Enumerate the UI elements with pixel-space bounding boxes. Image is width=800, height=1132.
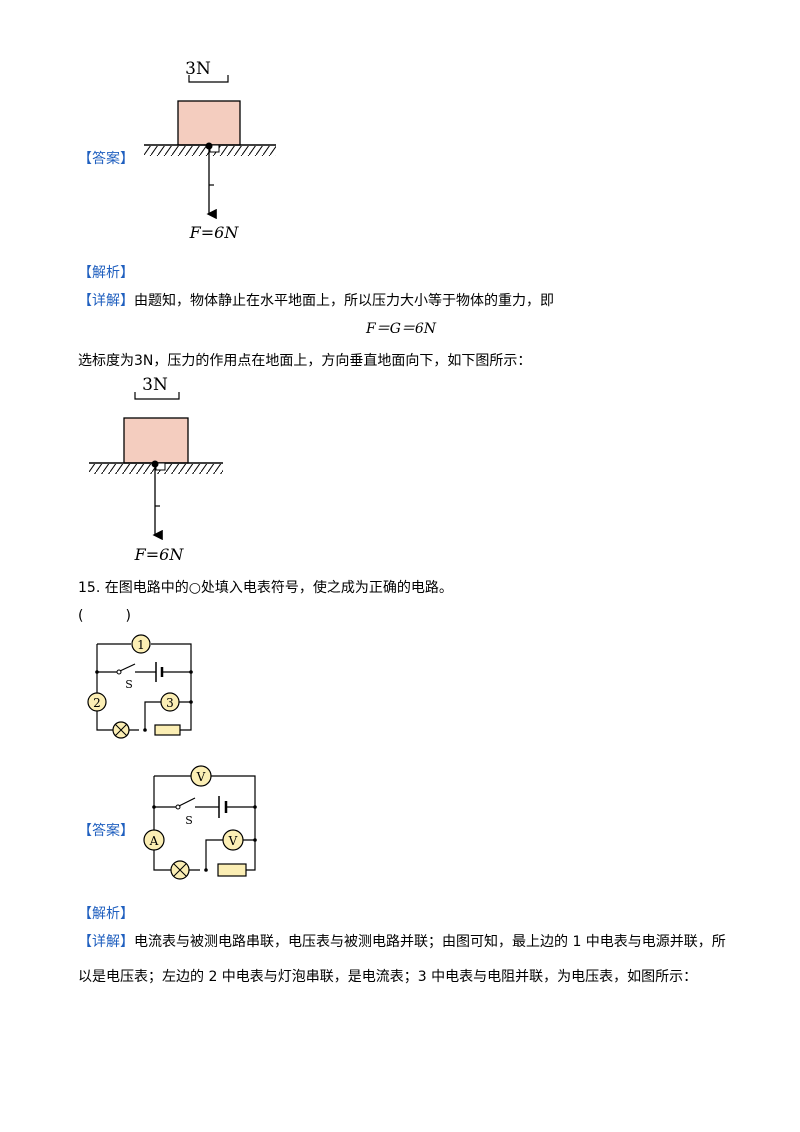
detail-text-1: 由题知，物体静止在水平地面上，所以压力大小等于物体的重力，即 <box>134 293 554 309</box>
block-2 <box>123 417 189 464</box>
analysis-tag-1: 【解析】 <box>78 265 134 281</box>
force-label: F=6N <box>189 223 240 242</box>
detail-text-2a: 电流表与被测电路串联，电压表与被测电路并联；由图可知，最上边的 1 中电表与电源… <box>134 934 726 950</box>
detail-line-1: 【详解】由题知，物体静止在水平地面上，所以压力大小等于物体的重力，即 <box>78 290 554 310</box>
scale-label: 3N <box>185 59 211 79</box>
answer-tag-1: 【答案】 <box>78 151 134 167</box>
detail-tag-1: 【详解】 <box>78 293 134 309</box>
answer-meter-1 <box>190 765 212 787</box>
answer-tag-2: 【答案】 <box>78 823 134 839</box>
answer-meter-2 <box>143 829 165 851</box>
block <box>177 100 241 146</box>
meter-1-label: 1 <box>137 638 145 652</box>
circuit-question: 1 S 2 3 <box>87 634 193 739</box>
answer-switch-label: S <box>185 814 193 827</box>
meter-2-label: 2 <box>93 696 101 710</box>
conclusion-line: 选标度为3N，压力的作用点在地面上，方向垂直地面向下，如下图所示： <box>78 353 532 369</box>
detail-tag-2: 【详解】 <box>78 934 134 950</box>
answer-meter-1-label: V <box>196 770 206 784</box>
question-15-blank: ( ) <box>78 608 131 624</box>
question-15-stem: 15. 在图电路中的○处填入电表符号，使之成为正确的电路。 <box>78 580 453 596</box>
answer-meter-3-label: V <box>228 834 238 848</box>
formula: F＝G＝6N <box>366 321 437 337</box>
scale-label-2: 3N <box>142 375 168 395</box>
meter-2 <box>87 692 107 712</box>
resistor <box>154 724 181 736</box>
force-diagram-answer: 3N F=6N <box>144 59 276 242</box>
switch-label: S <box>125 678 133 691</box>
analysis-tag-2: 【解析】 <box>78 906 134 922</box>
switch-blade <box>119 663 136 672</box>
scale-bracket-2 <box>134 392 180 400</box>
answer-meter-2-label: A <box>149 834 159 848</box>
answer-resistor <box>217 863 247 877</box>
answer-meter-3 <box>222 829 244 851</box>
meter-1 <box>131 634 151 654</box>
force-label-2: F=6N <box>134 545 185 564</box>
circuit-answer: V S A V <box>143 765 257 880</box>
detail-line-2b: 以是电压表；左边的 2 中电表与灯泡串联，是电流表；3 中电表与电阻并联，为电压… <box>78 969 698 985</box>
meter-3-label: 3 <box>166 696 174 710</box>
scale-bracket <box>188 75 229 83</box>
detail-line-2a: 【详解】电流表与被测电路串联，电压表与被测电路并联；由图可知，最上边的 1 中电… <box>78 931 726 951</box>
force-diagram-explanation: 3N F=6N <box>89 375 223 564</box>
meter-3 <box>160 692 180 712</box>
